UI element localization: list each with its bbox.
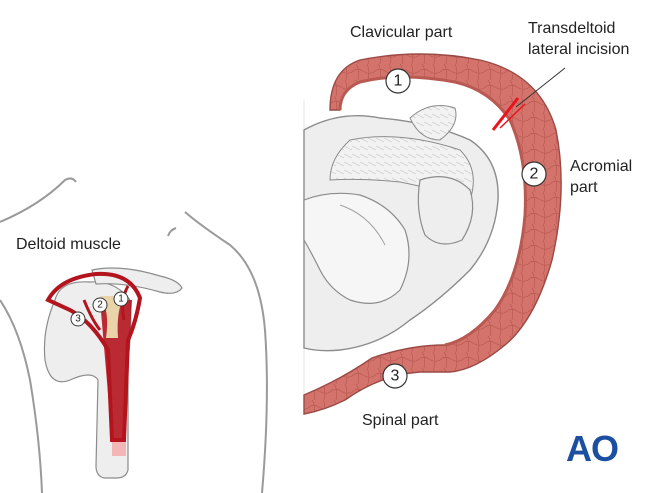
marker-1: 1 (385, 68, 411, 94)
transdeltoid-label-line2: lateral incision (528, 41, 630, 58)
ao-logo-text: AO (566, 428, 619, 469)
marker-3: 3 (382, 363, 408, 389)
marker-2: 2 (521, 161, 547, 187)
clavicular-part-label: Clavicular part (350, 24, 453, 41)
small-marker-2-label: 2 (97, 300, 103, 311)
small-marker-1: 1 (113, 291, 129, 307)
small-marker-3-label: 3 (75, 314, 81, 325)
transdeltoid-label-line1: Transdeltoid (528, 20, 616, 37)
acromial-label-line2: part (570, 179, 598, 196)
spinal-part-label: Spinal part (362, 412, 439, 429)
small-marker-2: 2 (92, 297, 108, 313)
marker-3-label: 3 (391, 368, 400, 385)
body-outline-figure (0, 177, 268, 493)
marker-2-label: 2 (530, 166, 539, 183)
incision-leader-line (515, 67, 566, 108)
small-marker-3: 3 (70, 311, 86, 327)
marker-1-label: 1 (394, 73, 403, 90)
deltoid-muscle-label: Deltoid muscle (16, 236, 121, 253)
acromial-label-line1: Acromial (570, 158, 633, 175)
magnified-shoulder (303, 53, 562, 415)
small-marker-1-label: 1 (118, 294, 124, 305)
ao-logo: AO (566, 428, 619, 470)
